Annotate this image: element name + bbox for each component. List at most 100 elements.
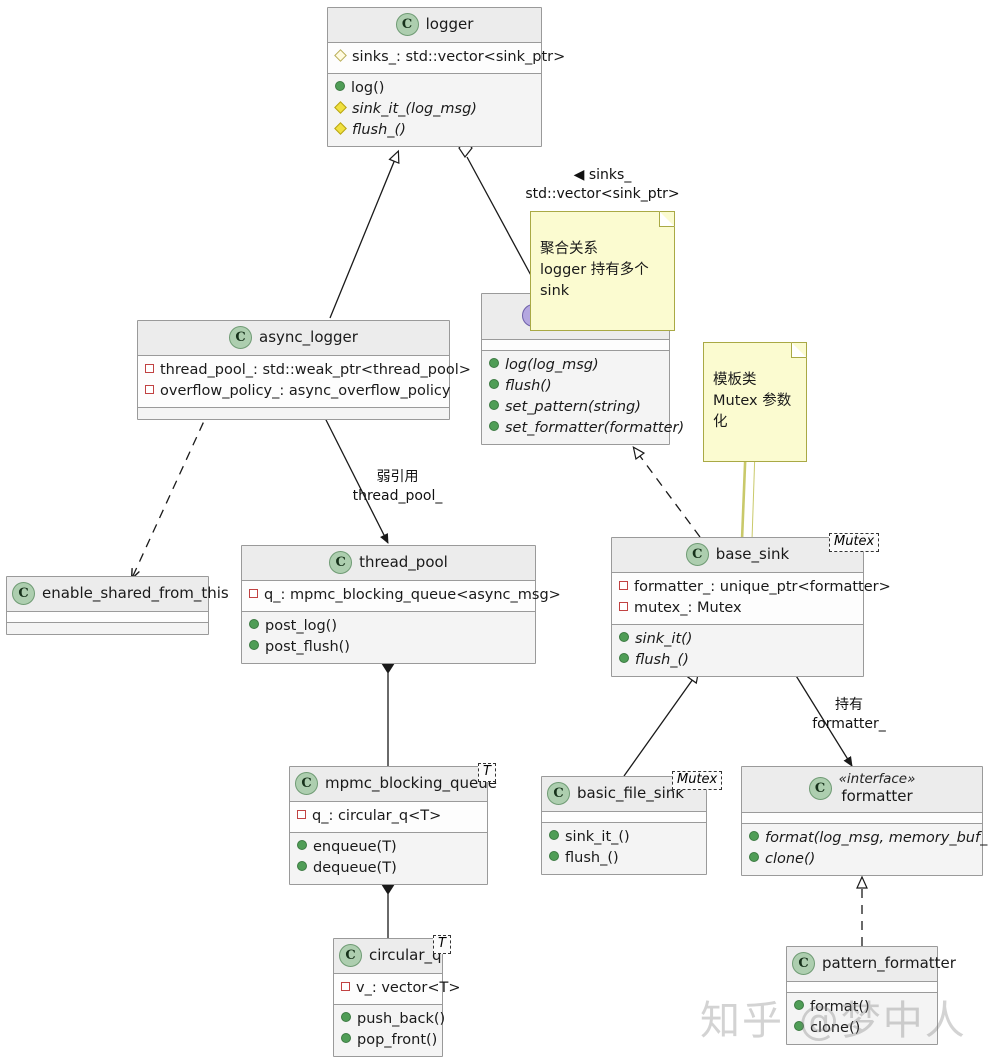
method-row: pop_front() xyxy=(341,1030,437,1051)
method-text: flush_() xyxy=(352,122,406,139)
public-marker-icon xyxy=(794,1000,804,1010)
method-row: sink_it_(log_msg) xyxy=(334,99,533,120)
protected-marker-icon xyxy=(334,101,347,114)
class-basic-file-sink-name: basic_file_sink xyxy=(577,783,684,802)
note-template: 模板类 Mutex 参数化 xyxy=(703,342,807,463)
attribute-row: formatter_: unique_ptr<formatter> xyxy=(619,577,891,598)
note-fold-corner-icon xyxy=(659,211,675,227)
method-text: flush() xyxy=(505,377,552,394)
method-row: format(log_msg, memory_buf_t) xyxy=(749,828,988,849)
public-marker-icon xyxy=(341,1012,351,1023)
method-text: sink_it() xyxy=(635,631,693,648)
class-async-logger[interactable]: C async_logger thread_pool_: std::weak_p… xyxy=(137,320,471,421)
method-text: dequeue(T) xyxy=(313,860,397,877)
template-param-base-sink: Mutex xyxy=(829,533,880,553)
class-base-sink-name: base_sink xyxy=(715,544,790,563)
method-text: push_back() xyxy=(357,1011,446,1028)
public-marker-icon xyxy=(297,840,307,851)
class-enable-shared-from-this[interactable]: C enable_shared_from_this xyxy=(6,576,229,635)
method-row: sink_it_() xyxy=(549,827,698,848)
class-mpmc-blocking-queue[interactable]: C mpmc_blocking_queue q_: circular_q<T> … xyxy=(289,766,497,886)
method-row: post_flush() xyxy=(249,637,527,658)
class-enable-shared-from-this-attributes xyxy=(7,612,208,623)
public-marker-icon xyxy=(619,632,629,643)
class-icon: C xyxy=(547,782,570,805)
public-marker-icon xyxy=(549,830,559,840)
attribute-row: q_: circular_q<T> xyxy=(297,806,479,827)
method-row: log() xyxy=(335,78,533,99)
method-text: flush_() xyxy=(635,652,689,669)
attribute-row: q_: mpmc_blocking_queue<async_msg> xyxy=(249,585,561,606)
class-icon: C xyxy=(808,777,832,801)
class-sink-attributes xyxy=(482,339,669,351)
public-marker-icon xyxy=(794,1021,804,1032)
method-row: push_back() xyxy=(341,1009,445,1030)
class-thread-pool[interactable]: C thread_pool q_: mpmc_blocking_queue<as… xyxy=(241,545,561,665)
attribute-row: sinks_: std::vector<sink_ptr> xyxy=(334,47,565,68)
attribute-text: overflow_policy_: async_overflow_policy xyxy=(160,383,451,400)
attribute-row: overflow_policy_: async_overflow_policy xyxy=(145,381,450,402)
method-row: flush_() xyxy=(334,120,533,141)
class-logger-methods: log() sink_it_(log_msg) flush_() xyxy=(328,74,541,147)
class-basic-file-sink-attributes xyxy=(542,812,706,823)
method-row: sink_it() xyxy=(619,629,855,650)
class-base-sink[interactable]: C base_sink formatter_: unique_ptr<forma… xyxy=(611,537,891,678)
private-marker-icon xyxy=(619,581,628,590)
class-pattern-formatter[interactable]: C pattern_formatter format() clone() xyxy=(786,946,956,1046)
method-text: format(log_msg, memory_buf_t) xyxy=(765,829,988,846)
class-mpmc-blocking-queue-attributes: q_: circular_q<T> xyxy=(290,802,487,834)
template-param-mpmc-blocking-queue: T xyxy=(478,763,496,783)
private-marker-icon xyxy=(145,385,154,395)
class-circular-q[interactable]: C circular_q v_: vector<T> push_back() p… xyxy=(333,938,460,1057)
class-base-sink-attributes: formatter_: unique_ptr<formatter> mutex_… xyxy=(612,573,891,626)
class-icon: C xyxy=(295,772,318,795)
public-marker-icon xyxy=(249,640,259,651)
public-marker-icon xyxy=(549,851,559,862)
public-marker-icon xyxy=(489,357,499,368)
note-fold-corner-icon xyxy=(791,342,807,358)
class-thread-pool-methods: post_log() post_flush() xyxy=(242,612,535,664)
class-mpmc-blocking-queue-name: mpmc_blocking_queue xyxy=(325,773,497,792)
public-marker-icon xyxy=(749,851,759,862)
edge-label-holds-formatter: 持有 formatter_ xyxy=(812,697,886,732)
class-async-logger-methods xyxy=(138,408,449,420)
method-row: dequeue(T) xyxy=(297,858,479,879)
method-text: log() xyxy=(351,80,385,97)
class-enable-shared-from-this-name: enable_shared_from_this xyxy=(42,583,229,602)
private-marker-icon xyxy=(341,982,350,991)
method-row: log(log_msg) xyxy=(489,355,661,376)
method-row: flush() xyxy=(489,376,661,397)
method-row: clone() xyxy=(794,1018,929,1039)
class-formatter-methods: format(log_msg, memory_buf_t) clone() xyxy=(742,823,988,875)
class-pattern-formatter-attributes xyxy=(787,982,937,993)
class-sink-methods: log(log_msg) flush() set_pattern(string)… xyxy=(482,350,684,444)
class-base-sink-header: C base_sink xyxy=(612,538,863,573)
method-text: flush_() xyxy=(565,850,619,867)
method-row: flush_() xyxy=(549,848,698,869)
class-icon: C xyxy=(12,582,35,605)
class-formatter-stereotype: «interface» xyxy=(838,771,916,787)
method-text: enqueue(T) xyxy=(313,839,397,856)
attribute-text: q_: circular_q<T> xyxy=(312,808,442,824)
attribute-row: v_: vector<T> xyxy=(341,978,460,999)
note-template-text: 模板类 Mutex 参数化 xyxy=(713,372,792,431)
class-basic-file-sink[interactable]: C basic_file_sink sink_it_() flush_() xyxy=(541,776,707,876)
method-row: format() xyxy=(794,997,929,1018)
public-marker-icon xyxy=(249,619,259,630)
public-marker-icon xyxy=(341,1033,351,1044)
attribute-text: q_: mpmc_blocking_queue<async_msg> xyxy=(264,587,561,603)
attribute-row: mutex_: Mutex xyxy=(619,598,855,619)
class-formatter[interactable]: C «interface» formatter format(log_msg, … xyxy=(741,766,988,876)
attribute-text: sinks_: std::vector<sink_ptr> xyxy=(352,49,566,65)
method-text: clone() xyxy=(765,850,816,867)
class-base-sink-methods: sink_it() flush_() xyxy=(612,625,863,677)
class-async-logger-name: async_logger xyxy=(259,327,358,346)
public-marker-icon xyxy=(335,81,345,92)
private-marker-icon xyxy=(249,589,258,598)
public-marker-icon xyxy=(489,399,499,410)
class-logger[interactable]: C logger sinks_: std::vector<sink_ptr> l… xyxy=(327,7,565,148)
class-logger-name: logger xyxy=(425,14,474,33)
class-enable-shared-from-this-header: C enable_shared_from_this xyxy=(7,577,229,612)
method-text: format() xyxy=(810,999,870,1015)
